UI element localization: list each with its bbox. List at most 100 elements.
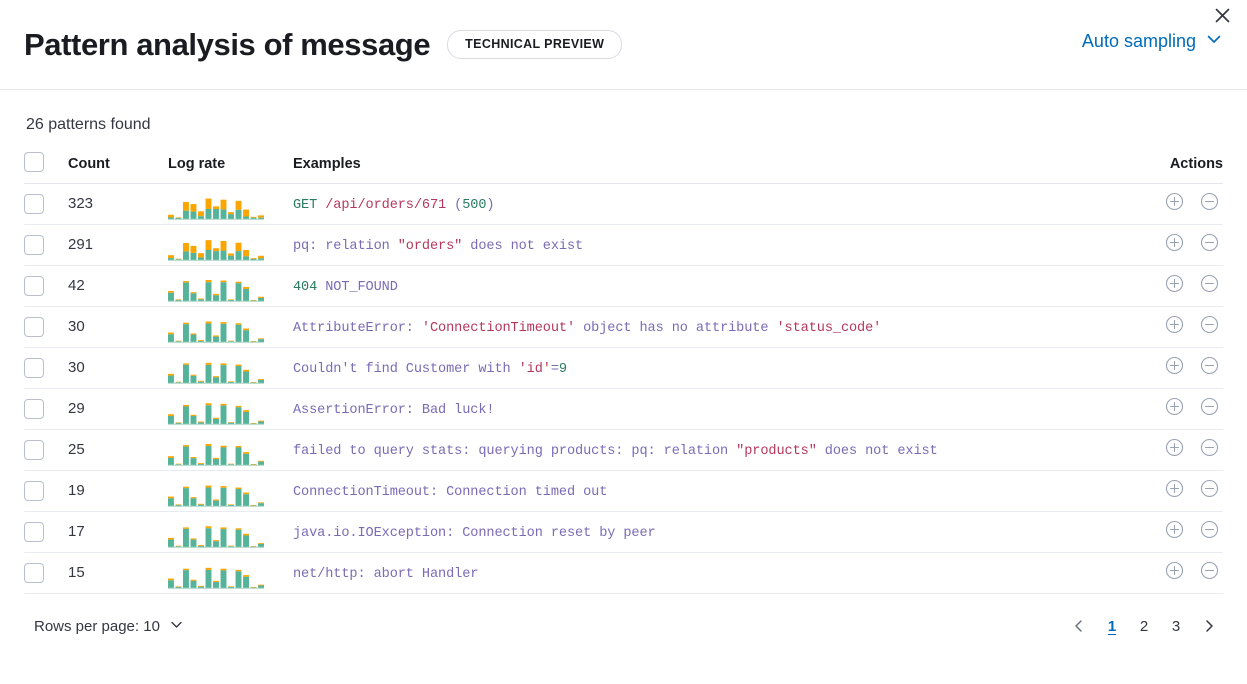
header-log-rate[interactable]: Log rate (168, 152, 293, 184)
example-token: GET (293, 198, 326, 213)
row-checkbox[interactable] (24, 358, 44, 378)
pagination-page-2[interactable]: 2 (1139, 617, 1149, 635)
table-row[interactable]: 17 java.io.IOException: Connection reset … (24, 511, 1223, 553)
minus-circle-icon[interactable] (1200, 356, 1219, 380)
row-actions (1103, 315, 1223, 339)
row-actions (1103, 561, 1223, 585)
example-token: does not exist (816, 444, 938, 459)
example-token: object has no attribute (575, 321, 777, 336)
row-actions (1103, 438, 1223, 462)
rows-per-page-label: Rows per page: 10 (34, 617, 160, 635)
row-count-value: 15 (68, 564, 85, 581)
table-row[interactable]: 30 Couldn't find Customer with 'id'=9 (24, 347, 1223, 389)
row-example-cell: java.io.IOException: Connection reset by… (293, 511, 1103, 553)
plus-circle-icon[interactable] (1165, 233, 1184, 257)
example-token: 'ConnectionTimeout' (421, 321, 576, 336)
log-rate-sparkline (168, 189, 293, 220)
row-checkbox[interactable] (24, 440, 44, 460)
minus-circle-icon[interactable] (1200, 274, 1219, 298)
header-examples[interactable]: Examples (293, 152, 1103, 184)
row-log-rate-cell (168, 347, 293, 389)
rows-per-page-selector[interactable]: Rows per page: 10 (34, 617, 184, 636)
row-checkbox[interactable] (24, 522, 44, 542)
plus-circle-icon[interactable] (1165, 438, 1184, 462)
log-rate-sparkline (168, 476, 293, 507)
plus-circle-icon[interactable] (1165, 274, 1184, 298)
row-count-value: 30 (68, 359, 85, 376)
example-token: ConnectionTimeout: Connection timed out (293, 485, 608, 500)
plus-circle-icon[interactable] (1165, 397, 1184, 421)
row-count-cell: 15 (68, 552, 168, 594)
minus-circle-icon[interactable] (1200, 233, 1219, 257)
header-count[interactable]: Count (68, 152, 168, 184)
row-example-cell: AttributeError: 'ConnectionTimeout' obje… (293, 306, 1103, 348)
row-example-text: java.io.IOException: Connection reset by… (293, 526, 656, 541)
close-icon[interactable] (1209, 2, 1235, 28)
row-checkbox[interactable] (24, 317, 44, 337)
example-token: /api/orders/671 (325, 198, 447, 213)
row-count-cell: 291 (68, 224, 168, 266)
plus-circle-icon[interactable] (1165, 520, 1184, 544)
row-select-cell (24, 224, 68, 266)
plus-circle-icon[interactable] (1165, 356, 1184, 380)
example-token: 9 (558, 362, 567, 377)
row-checkbox[interactable] (24, 481, 44, 501)
row-log-rate-cell (168, 429, 293, 471)
row-checkbox[interactable] (24, 276, 44, 296)
log-rate-sparkline (168, 230, 293, 261)
auto-sampling-dropdown[interactable]: Auto sampling (1082, 30, 1223, 53)
example-token: does not exist (462, 239, 584, 254)
minus-circle-icon[interactable] (1200, 438, 1219, 462)
header-left-group: Pattern analysis of message TECHNICAL PR… (24, 27, 623, 63)
minus-circle-icon[interactable] (1200, 479, 1219, 503)
pagination-page-3[interactable]: 3 (1171, 617, 1181, 635)
log-rate-sparkline (168, 271, 293, 302)
row-actions (1103, 479, 1223, 503)
row-count-cell: 17 (68, 511, 168, 553)
chevron-left-icon[interactable] (1065, 612, 1093, 640)
minus-circle-icon[interactable] (1200, 192, 1219, 216)
row-checkbox[interactable] (24, 563, 44, 583)
example-token: Couldn't find Customer with (293, 362, 519, 377)
chevron-right-icon[interactable] (1195, 612, 1223, 640)
plus-circle-icon[interactable] (1165, 192, 1184, 216)
row-count-value: 29 (68, 400, 85, 417)
plus-circle-icon[interactable] (1165, 315, 1184, 339)
pagination-page-1[interactable]: 1 (1107, 617, 1117, 635)
row-checkbox[interactable] (24, 399, 44, 419)
row-select-cell (24, 552, 68, 594)
minus-circle-icon[interactable] (1200, 561, 1219, 585)
minus-circle-icon[interactable] (1200, 397, 1219, 421)
plus-circle-icon[interactable] (1165, 561, 1184, 585)
row-actions-cell (1103, 347, 1223, 389)
row-example-text: net/http: abort Handler (293, 567, 478, 582)
dialog-header: Pattern analysis of message TECHNICAL PR… (0, 0, 1247, 90)
plus-circle-icon[interactable] (1165, 479, 1184, 503)
example-token: = (550, 362, 559, 377)
example-token: 500 (462, 198, 487, 213)
log-rate-sparkline (168, 435, 293, 466)
row-select-cell (24, 265, 68, 307)
minus-circle-icon[interactable] (1200, 315, 1219, 339)
auto-sampling-label: Auto sampling (1081, 31, 1196, 51)
row-log-rate-cell (168, 265, 293, 307)
minus-circle-icon[interactable] (1200, 520, 1219, 544)
row-checkbox[interactable] (24, 194, 44, 214)
row-count-cell: 25 (68, 429, 168, 471)
row-actions-cell (1103, 388, 1223, 430)
row-example-text: Couldn't find Customer with 'id'=9 (293, 362, 567, 377)
select-all-checkbox[interactable] (24, 152, 44, 172)
table-row[interactable]: 15 net/http: abort Handler (24, 552, 1223, 594)
log-rate-sparkline (168, 517, 293, 548)
header-select-all (24, 152, 68, 184)
row-count-cell: 29 (68, 388, 168, 430)
row-example-text: ConnectionTimeout: Connection timed out (293, 485, 607, 500)
row-checkbox[interactable] (24, 235, 44, 255)
